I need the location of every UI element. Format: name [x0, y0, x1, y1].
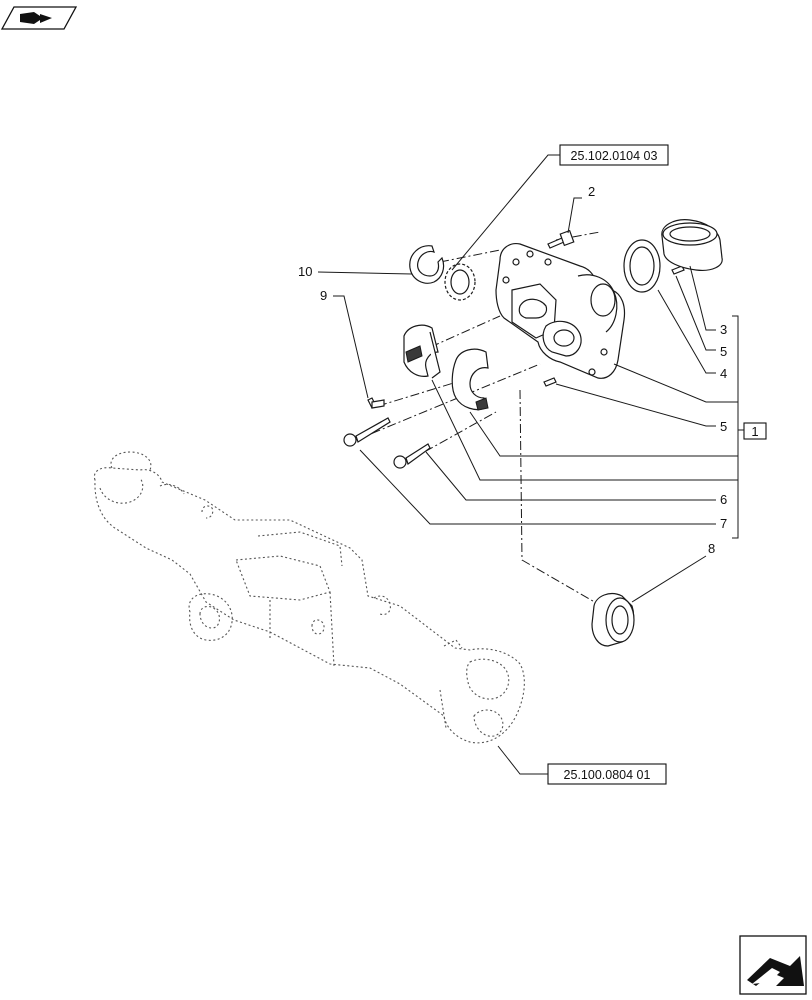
group-box-label: 1: [751, 424, 758, 439]
shim-ring[interactable]: [444, 263, 476, 301]
snap-ring[interactable]: [409, 245, 445, 284]
small-bolt[interactable]: [367, 397, 385, 409]
previous-page-arrow-icon[interactable]: [0, 6, 78, 30]
roller-bearing[interactable]: [591, 593, 635, 647]
group-box: 1: [743, 422, 767, 440]
axle-housing-ghost: [93, 451, 525, 744]
callout-5-upper: 5: [720, 344, 727, 359]
callout-9: 9: [320, 288, 327, 303]
bushing[interactable]: [661, 219, 723, 271]
group-bracket: [732, 315, 744, 539]
cap-bolt[interactable]: [393, 443, 431, 469]
dowel-pin-upper[interactable]: [671, 265, 685, 275]
callout-3: 3: [720, 322, 727, 337]
callout-7: 7: [720, 516, 727, 531]
small-screw[interactable]: [547, 229, 575, 249]
leader-lines: [317, 154, 738, 775]
dowel-pin-lower[interactable]: [543, 377, 557, 387]
bearing-cap-left[interactable]: [403, 324, 441, 379]
seal-ring[interactable]: [623, 239, 661, 293]
next-page-arrow-icon[interactable]: [739, 935, 807, 995]
callout-2: 2: [588, 184, 595, 199]
callout-6: 6: [720, 492, 727, 507]
callout-8: 8: [708, 541, 715, 556]
callout-5-lower: 5: [720, 419, 727, 434]
reference-box-upper[interactable]: 25.102.0104 03: [559, 144, 669, 166]
reference-label-lower: 25.100.0804 01: [564, 768, 651, 782]
swivel-housing[interactable]: [495, 243, 626, 379]
long-bolt[interactable]: [343, 417, 391, 447]
callout-10: 10: [298, 264, 312, 279]
callout-4: 4: [720, 366, 727, 381]
bearing-cap-right[interactable]: [451, 348, 489, 411]
reference-box-lower[interactable]: 25.100.0804 01: [547, 763, 667, 785]
reference-label-upper: 25.102.0104 03: [571, 149, 658, 163]
